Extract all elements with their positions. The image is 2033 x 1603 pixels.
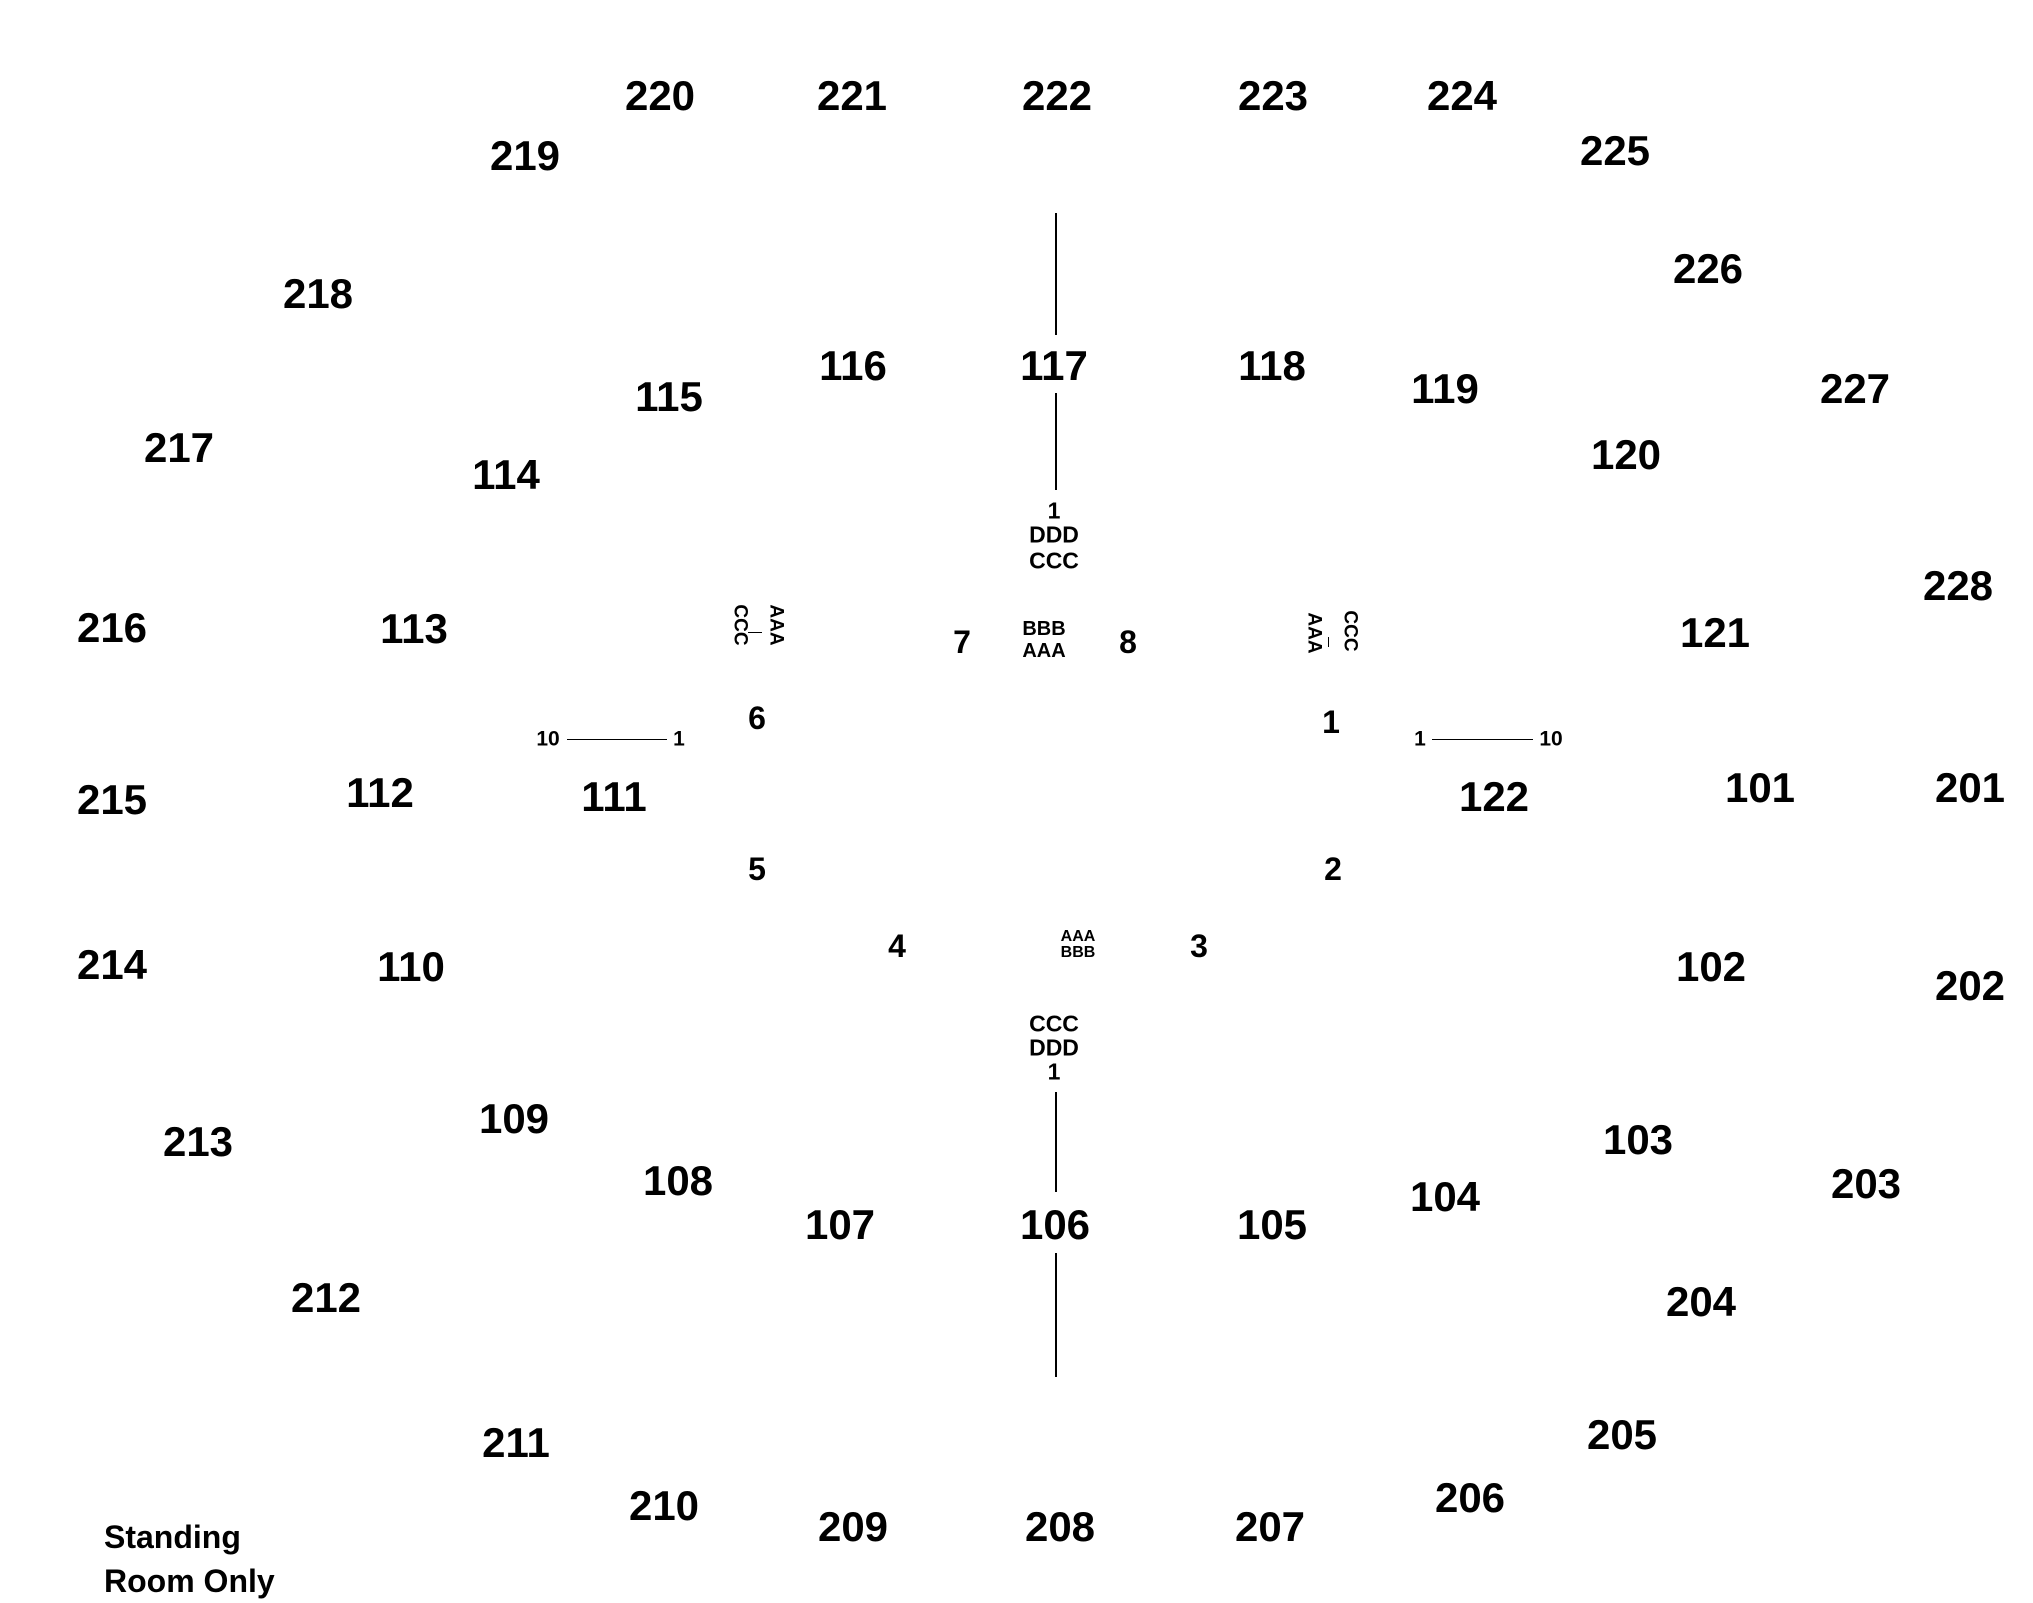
section-206[interactable]: 206 — [1434, 1474, 1506, 1521]
standing-room-only-label: Standing Room Only — [104, 1515, 275, 1603]
aisle-3: 3 — [1190, 928, 1208, 964]
section-109[interactable]: 109 — [478, 1095, 550, 1142]
section-228[interactable]: 228 — [1922, 562, 1994, 609]
row-label-bottom-ddd: DDD — [1029, 1034, 1079, 1061]
section-205[interactable]: 205 — [1586, 1411, 1658, 1458]
aisle-7: 7 — [953, 624, 971, 660]
row-label-left-aaa: AAA — [755, 604, 796, 645]
row-label-center-bbb: BBB — [1022, 618, 1066, 640]
section-226[interactable]: 226 — [1672, 245, 1744, 292]
seat-label-left-1: 1 — [673, 727, 685, 751]
section-227[interactable]: 227 — [1819, 365, 1891, 412]
section-118[interactable]: 118 — [1238, 342, 1306, 389]
section-224[interactable]: 224 — [1426, 72, 1498, 119]
row-label-top-1: 1 — [1047, 497, 1061, 524]
section-212[interactable]: 212 — [290, 1274, 362, 1321]
section-204[interactable]: 204 — [1665, 1278, 1737, 1325]
section-215[interactable]: 215 — [76, 776, 148, 823]
row-label-top-ccc: CCC — [1029, 547, 1079, 574]
section-219[interactable]: 219 — [489, 132, 561, 179]
section-216[interactable]: 216 — [76, 604, 148, 651]
row-label-right-aaa-text: AAA — [1303, 612, 1325, 654]
section-106[interactable]: 106 — [1019, 1201, 1091, 1248]
section-116[interactable]: 116 — [819, 342, 887, 389]
row-label-right-ccc-text: CCC — [1339, 610, 1361, 652]
section-105[interactable]: 105 — [1236, 1201, 1308, 1248]
section-110[interactable]: 110 — [377, 943, 445, 990]
row-label-bottom-1: 1 — [1047, 1058, 1061, 1085]
section-122[interactable]: 122 — [1458, 773, 1530, 820]
section-220[interactable]: 220 — [624, 72, 696, 119]
section-209[interactable]: 209 — [817, 1503, 889, 1550]
section-201[interactable]: 201 — [1934, 764, 2006, 811]
section-117[interactable]: 117 — [1020, 342, 1088, 389]
row-label-left-aaa-text: AAA — [765, 604, 787, 646]
section-108[interactable]: 108 — [642, 1157, 714, 1204]
row-label-center-aaa: AAA — [1022, 640, 1066, 662]
aisle-8: 8 — [1119, 624, 1137, 660]
section-115[interactable]: 115 — [635, 373, 703, 420]
standing-room-line-1: Standing — [104, 1519, 241, 1555]
section-120[interactable]: 120 — [1590, 431, 1662, 478]
divider-line-bottom-upper — [1055, 1092, 1057, 1192]
section-203[interactable]: 203 — [1830, 1160, 1902, 1207]
seat-label-right-10: 10 — [1539, 727, 1563, 751]
seat-label-right-1: 1 — [1414, 727, 1426, 751]
row-label-left-tick — [748, 632, 762, 633]
divider-line-top-lower — [1055, 393, 1057, 490]
aisle-5: 5 — [748, 851, 766, 887]
section-211[interactable]: 211 — [482, 1419, 550, 1466]
section-223[interactable]: 223 — [1237, 72, 1309, 119]
section-207[interactable]: 207 — [1234, 1503, 1306, 1550]
section-217[interactable]: 217 — [143, 424, 215, 471]
row-label-left-ccc-text: CCC — [729, 604, 751, 646]
section-111[interactable]: 111 — [581, 773, 647, 820]
section-107[interactable]: 107 — [804, 1201, 876, 1248]
row-label-top-ddd: DDD — [1029, 521, 1079, 548]
seat-line-left — [567, 739, 667, 740]
section-102[interactable]: 102 — [1675, 943, 1747, 990]
section-119[interactable]: 119 — [1411, 365, 1479, 412]
section-202[interactable]: 202 — [1934, 962, 2006, 1009]
aisle-6: 6 — [748, 700, 766, 736]
aisle-4: 4 — [888, 928, 906, 964]
aisle-1: 1 — [1322, 704, 1340, 740]
section-218[interactable]: 218 — [282, 270, 354, 317]
divider-line-bottom-lower — [1055, 1253, 1057, 1377]
section-121[interactable]: 121 — [1679, 609, 1751, 656]
section-214[interactable]: 214 — [76, 941, 148, 988]
section-225[interactable]: 225 — [1579, 127, 1651, 174]
seat-label-left-10: 10 — [536, 727, 560, 751]
aisle-2: 2 — [1324, 851, 1342, 887]
section-113[interactable]: 113 — [380, 605, 448, 652]
section-112[interactable]: 112 — [346, 769, 414, 816]
row-label-right-ccc: CCC — [1329, 610, 1370, 651]
section-210[interactable]: 210 — [628, 1482, 700, 1529]
row-label-right-tick — [1328, 637, 1329, 647]
seat-line-right — [1432, 739, 1533, 740]
section-221[interactable]: 221 — [816, 72, 888, 119]
section-103[interactable]: 103 — [1602, 1116, 1674, 1163]
section-208[interactable]: 208 — [1024, 1503, 1096, 1550]
row-label-lower-aaa: AAA — [1060, 928, 1096, 945]
row-label-bottom-ccc: CCC — [1029, 1010, 1079, 1037]
divider-line-top-upper — [1055, 213, 1057, 335]
section-101[interactable]: 101 — [1724, 764, 1796, 811]
section-213[interactable]: 213 — [162, 1118, 234, 1165]
section-114[interactable]: 114 — [472, 451, 540, 498]
section-222[interactable]: 222 — [1021, 72, 1093, 119]
section-104[interactable]: 104 — [1409, 1173, 1481, 1220]
standing-room-line-2: Room Only — [104, 1563, 275, 1599]
row-label-lower-bbb: BBB — [1060, 944, 1096, 961]
